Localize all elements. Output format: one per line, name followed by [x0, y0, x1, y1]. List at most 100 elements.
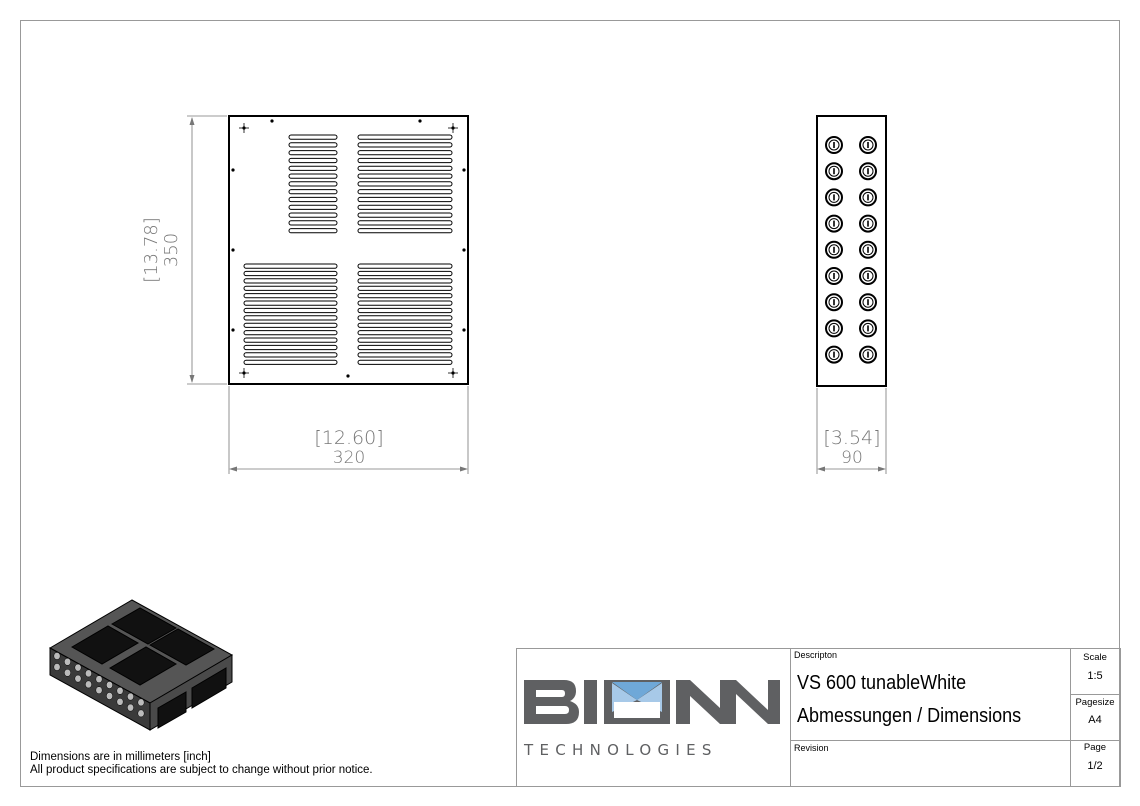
vent-slot	[357, 181, 453, 187]
vent-slot	[243, 307, 338, 314]
vent-slot	[357, 228, 453, 234]
vent-slot	[357, 359, 453, 365]
vent-slot	[288, 173, 338, 179]
pagesize-value: A4	[1088, 714, 1102, 726]
note-units: Dimensions are in millimeters [inch]	[30, 751, 211, 763]
page-label: Page	[1083, 742, 1107, 753]
vent-slot	[357, 285, 453, 291]
scale-value: 1:5	[1087, 670, 1103, 682]
vent-slot	[243, 300, 338, 306]
note-disclaimer: All product specifications are subject t…	[30, 764, 373, 776]
iso-connector	[127, 692, 134, 701]
title-block-frame	[516, 648, 1121, 787]
connector-inner	[828, 244, 840, 256]
vent-slot	[357, 134, 453, 140]
connector-inner	[828, 165, 840, 177]
vent-slot	[288, 220, 338, 226]
scale-label: Scale	[1083, 652, 1107, 663]
vent-slot	[243, 330, 338, 336]
vent-slot	[357, 270, 453, 277]
side-width-dimension	[816, 388, 887, 474]
vent-slot	[288, 196, 338, 203]
vent-slot	[357, 157, 453, 164]
vent-slot	[243, 293, 338, 299]
drawing-notes: Dimensions are in millimeters [inch] All…	[30, 751, 373, 777]
vent-slot	[243, 263, 338, 269]
vent-slot	[357, 165, 453, 171]
screw-hole	[462, 168, 466, 172]
vent-slot	[357, 322, 453, 328]
iso-connector	[74, 663, 82, 672]
vent-slot	[357, 173, 453, 179]
bion-logo-graphic	[524, 680, 780, 724]
vent-slot	[288, 212, 338, 218]
vent-slot	[243, 337, 338, 343]
iso-connector	[53, 652, 61, 660]
vent-slot	[357, 344, 453, 351]
vent-slot	[243, 270, 338, 277]
side-width-dim-text: [3.54] 90	[811, 428, 893, 468]
vent-slot	[357, 315, 453, 321]
logo-subtitle: TECHNOLOGIES	[524, 741, 718, 759]
iso-connector	[85, 680, 92, 689]
screw-hole	[270, 119, 274, 123]
iso-connector	[64, 668, 71, 677]
front-width-inch: [12.60]	[314, 427, 384, 449]
description-label: Descripton	[794, 650, 838, 660]
connector-inner	[862, 218, 874, 230]
iso-connector	[95, 686, 103, 695]
vent-slot	[288, 189, 338, 195]
screw-hole	[231, 248, 235, 252]
connector-inner	[862, 270, 874, 282]
vent-slot	[357, 337, 453, 343]
description-line2: Abmessungen / Dimensions	[797, 705, 1022, 727]
vent-slot	[288, 204, 338, 210]
vent-slot	[357, 263, 453, 269]
iso-connector	[127, 703, 134, 712]
side-width-inch: [3.54]	[823, 427, 881, 449]
iso-connector	[95, 675, 103, 684]
isometric-view	[48, 599, 234, 731]
connector-inner	[862, 139, 874, 151]
side-view	[816, 115, 887, 387]
front-width-dimension	[228, 386, 469, 474]
front-width-mm: 320	[332, 448, 366, 468]
vent-slot	[288, 134, 338, 140]
connector-inner	[828, 139, 840, 151]
mounting-holes	[231, 119, 466, 378]
description-line1: VS 600 tunableWhite	[797, 672, 967, 694]
iso-connector	[64, 657, 71, 666]
pagesize-label: Pagesize	[1075, 697, 1115, 708]
front-height-mm: 350	[161, 232, 182, 268]
vent-slot	[357, 204, 453, 210]
front-width-dim-text: [12.60] 320	[289, 428, 409, 468]
side-width-mm: 90	[841, 448, 863, 468]
vent-slot	[357, 293, 453, 299]
iso-connector	[137, 698, 145, 707]
connector-inner	[862, 244, 874, 256]
vent-slot	[243, 322, 338, 328]
vent-slot	[288, 165, 338, 171]
connector-inner	[862, 191, 874, 203]
connector-inner	[828, 191, 840, 203]
connector-inner	[828, 322, 840, 334]
vent-slot	[243, 352, 338, 358]
iso-connector	[137, 709, 145, 718]
vent-slot	[357, 352, 453, 358]
iso-connector	[106, 692, 113, 700]
vent-slot	[357, 150, 453, 156]
connector-inner	[862, 165, 874, 177]
vent-slot	[357, 307, 453, 314]
revision-label: Revision	[794, 743, 829, 753]
screw-hole	[231, 168, 235, 172]
vent-slot	[357, 142, 453, 148]
vent-slot	[288, 142, 338, 148]
screw-hole	[462, 328, 466, 332]
front-height-inch: [13.78]	[141, 217, 162, 283]
vent-slot	[288, 157, 338, 164]
screw-hole	[418, 119, 422, 123]
connector-array	[825, 136, 877, 364]
screw-hole	[231, 328, 235, 332]
iso-connector	[116, 697, 124, 706]
